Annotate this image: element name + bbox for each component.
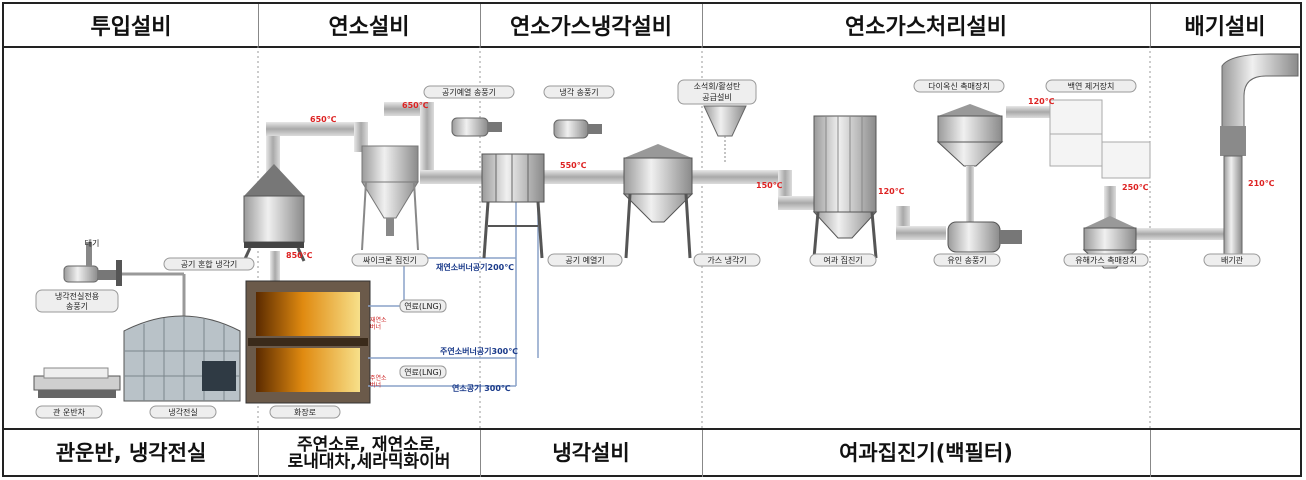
header-exhaust-equipment: 배기설비 [1184, 15, 1266, 40]
temp-650b: 650℃ [402, 101, 429, 110]
temp-250: 250℃ [1122, 183, 1149, 192]
duct-to-preheater [544, 170, 624, 184]
label-furnace: 화장로 [294, 407, 316, 417]
process-diagram-svg: 대기 냉각전실전용 송풍기 관 운반차 냉각전실 화장로 공기 혼합 냉각기 싸… [33, 46, 1299, 428]
label-preheat-blower: 공기예열 송풍기 [442, 87, 496, 97]
cooling-room [123, 315, 241, 402]
label-air-mix-cooler: 공기 혼합 냉각기 [181, 259, 238, 269]
label-gas-cooler: 가스 냉각기 [707, 255, 746, 265]
air-preheater [481, 153, 545, 259]
air-mix-cooler [242, 164, 306, 262]
label-cool-blower-2: 송풍기 [66, 302, 88, 311]
label-lime-supply-2: 공급설비 [702, 92, 731, 102]
label-air-preheater: 공기 예열기 [565, 255, 604, 265]
header-combustion-equipment: 연소설비 [328, 15, 410, 40]
label-cyclone: 싸이크론 집진기 [363, 255, 417, 265]
duct-top-1 [266, 122, 366, 136]
label-white-smoke: 백연 제거장치 [1068, 81, 1115, 91]
temp-120b: 120℃ [1028, 97, 1055, 106]
induced-fan [947, 221, 1022, 253]
footer-input-items: 관운반, 냉각전실 [55, 441, 207, 465]
footer-combustion-items: 주연소로, 재연소로, 로내대차,세라믹화이버 [287, 434, 451, 472]
label-cool-room: 냉각전실 [168, 407, 197, 417]
exhaust-stack [1220, 53, 1299, 257]
label-main-air: 주연소버너공기300℃ [440, 346, 518, 356]
temp-210: 210℃ [1248, 179, 1275, 188]
cremation-furnace [245, 280, 371, 404]
label-reburner-2: 버너 [370, 323, 381, 331]
cyclone-collector [361, 145, 419, 251]
bag-filter-unit [812, 115, 878, 259]
header-row: 투입설비 연소설비 연소가스냉각설비 연소가스처리설비 배기설비 [4, 4, 1300, 48]
footer-row: 관운반, 냉각전실 주연소로, 재연소로, 로내대차,세라믹화이버 냉각설비 여… [4, 428, 1300, 477]
dioxin-catalyst [936, 104, 1004, 228]
footer-exhaust-items [1150, 430, 1300, 477]
cooling-room-blower [63, 242, 122, 286]
footer-treatment-items: 여과집진기(백필터) [839, 441, 1013, 465]
label-cool-fan: 냉각 송풍기 [559, 87, 598, 97]
white-smoke-remover [1049, 99, 1151, 179]
duct-to-stack [1134, 228, 1224, 240]
label-exhaust: 배기관 [1221, 255, 1244, 265]
temp-150: 150℃ [756, 181, 783, 190]
label-mainburner-2: 버너 [370, 381, 381, 389]
temperature-labels: 650℃ 650℃ 850℃ 550℃ 150℃ 120℃ 120℃ 250℃ … [286, 97, 1275, 260]
label-lime-supply-1: 소석회/활성탄 [694, 81, 741, 91]
header-input-equipment: 투입설비 [90, 15, 172, 40]
temp-850: 850℃ [286, 251, 313, 260]
preheat-blower [451, 117, 502, 137]
header-gas-treatment-equipment: 연소가스처리설비 [845, 15, 1007, 40]
process-diagram: 대기 냉각전실전용 송풍기 관 운반차 냉각전실 화장로 공기 혼합 냉각기 싸… [4, 46, 1300, 428]
footer-cooling-items: 냉각설비 [552, 441, 630, 465]
gas-cooler-unit [622, 144, 694, 259]
temp-650a: 650℃ [310, 115, 337, 124]
equipment-labels: 대기 냉각전실전용 송풍기 관 운반차 냉각전실 화장로 공기 혼합 냉각기 싸… [35, 79, 1261, 419]
temp-120a: 120℃ [878, 187, 905, 196]
label-bag-filter: 여과 집진기 [823, 255, 862, 265]
header-gas-cooling-equipment: 연소가스냉각설비 [510, 15, 672, 40]
label-reburner-1: 재연소 [370, 316, 387, 324]
label-comb-air: 연소공기 300℃ [452, 383, 511, 393]
label-air: 대기 [85, 239, 100, 248]
label-mainburner-1: 주연소 [370, 374, 387, 382]
label-reburn-air: 재연소버너공기200℃ [436, 262, 514, 272]
label-fuel-1: 연료(LNG) [404, 302, 442, 311]
duct-riser-1 [266, 126, 280, 176]
duct-to-gascooler [692, 170, 778, 184]
label-id-fan: 유인 송풍기 [947, 255, 986, 265]
coffin-carrier [33, 367, 121, 398]
label-fuel-2: 연료(LNG) [404, 368, 442, 377]
lime-carbon-supply [703, 105, 747, 164]
label-coffin-carrier: 관 운반차 [53, 407, 86, 417]
label-harmful-gas: 유해가스 촉매장치 [1075, 255, 1136, 265]
duct-to-idfan [896, 226, 946, 240]
label-cool-blower-1: 냉각전실전용 [55, 291, 99, 301]
cooling-fan [553, 119, 602, 139]
label-dioxin: 다이옥신 촉매장치 [928, 81, 989, 91]
temp-550: 550℃ [560, 161, 587, 170]
